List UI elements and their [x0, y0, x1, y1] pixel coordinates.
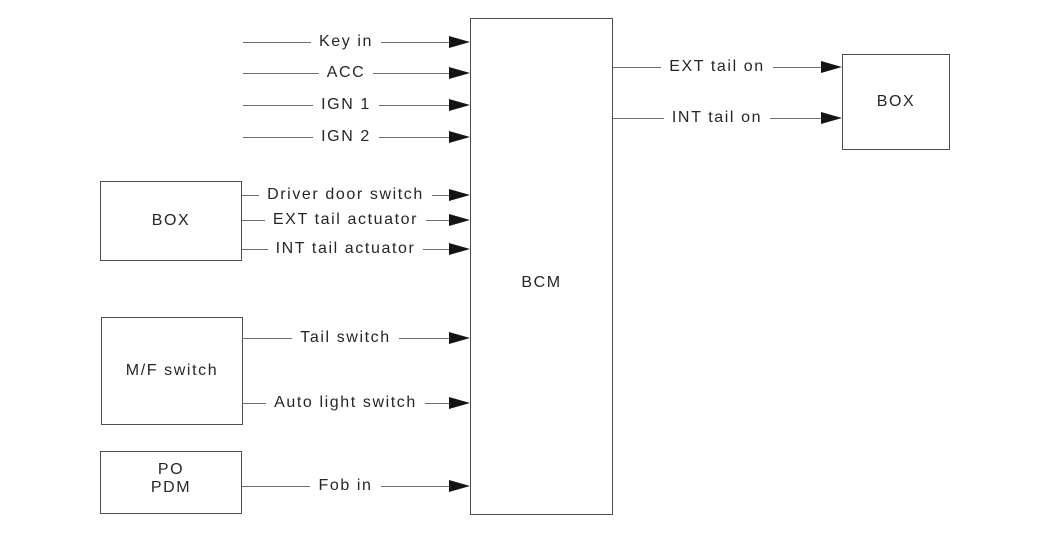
wire-line — [242, 485, 311, 487]
wire-line — [243, 104, 314, 106]
wire-line — [431, 194, 449, 196]
arrowhead-icon — [821, 112, 843, 124]
arrowhead-icon — [449, 36, 471, 48]
arrowhead-icon — [449, 99, 471, 111]
edge-label: ACC — [326, 64, 366, 81]
bcm-block: BCM — [470, 18, 613, 515]
arrowhead-icon — [449, 131, 471, 143]
edge-ign-1: IGN 1 — [243, 94, 471, 116]
mf-switch-block: M/F switch — [101, 317, 243, 425]
wire-line — [243, 72, 319, 74]
wire-line — [243, 41, 311, 43]
wire-line — [242, 402, 267, 404]
wire-line — [426, 219, 449, 221]
block-label: PO — [157, 460, 185, 478]
edge-int-tail-actuator: INT tail actuator — [242, 238, 470, 260]
wire-line — [242, 219, 265, 221]
wire-line — [242, 248, 268, 250]
arrowhead-icon — [449, 189, 470, 201]
edge-int-tail-on: INT tail on — [613, 107, 843, 129]
wire-line — [613, 117, 664, 119]
edge-label: Auto light switch — [274, 394, 417, 411]
edge-label: EXT tail actuator — [272, 211, 419, 228]
wire-line — [424, 402, 449, 404]
wire-line — [243, 136, 314, 138]
edge-label: Key in — [318, 33, 374, 50]
wire-line — [613, 66, 662, 68]
wire-line — [380, 485, 450, 487]
wire-line — [423, 248, 449, 250]
edge-label: EXT tail on — [669, 58, 765, 75]
edge-ign-2: IGN 2 — [243, 126, 471, 148]
edge-label: IGN 1 — [321, 96, 371, 113]
edge-acc: ACC — [243, 62, 470, 84]
edge-auto-light-switch: Auto light switch — [242, 392, 470, 414]
wire-line — [398, 337, 450, 339]
arrowhead-icon — [821, 61, 843, 73]
edge-label: Fob in — [318, 477, 373, 494]
wire-line — [381, 41, 450, 43]
edge-label: IGN 2 — [321, 128, 371, 145]
wire-line — [770, 117, 822, 119]
arrowhead-icon — [449, 243, 470, 255]
left-box-block: BOX — [100, 181, 242, 261]
arrowhead-icon — [449, 332, 471, 344]
arrowhead-icon — [449, 397, 470, 409]
edge-label: INT tail actuator — [275, 240, 416, 257]
arrowhead-icon — [449, 214, 470, 226]
wire-line — [378, 104, 450, 106]
block-label: M/F switch — [125, 362, 219, 379]
edge-ext-tail-actuator: EXT tail actuator — [242, 209, 470, 231]
block-label: BOX — [151, 212, 191, 229]
edge-label: Tail switch — [300, 329, 391, 346]
wire-line — [772, 66, 822, 68]
wire-line — [242, 194, 260, 196]
right-box-block: BOX — [842, 54, 950, 150]
wire-line — [373, 72, 449, 74]
edge-ext-tail-on: EXT tail on — [613, 56, 843, 78]
edge-driver-door-switch: Driver door switch — [242, 184, 470, 206]
block-label: BOX — [876, 93, 916, 110]
edge-label: INT tail on — [671, 109, 763, 126]
wire-line — [242, 337, 293, 339]
edge-label: Driver door switch — [267, 186, 424, 203]
block-label: BCM — [521, 273, 562, 291]
wire-line — [378, 136, 450, 138]
edge-tail-switch: Tail switch — [242, 327, 471, 349]
block-label: PDM — [150, 478, 192, 496]
edge-key-in: Key in — [243, 31, 471, 53]
arrowhead-icon — [449, 67, 470, 79]
edge-fob-in: Fob in — [242, 475, 471, 497]
arrowhead-icon — [449, 480, 471, 492]
